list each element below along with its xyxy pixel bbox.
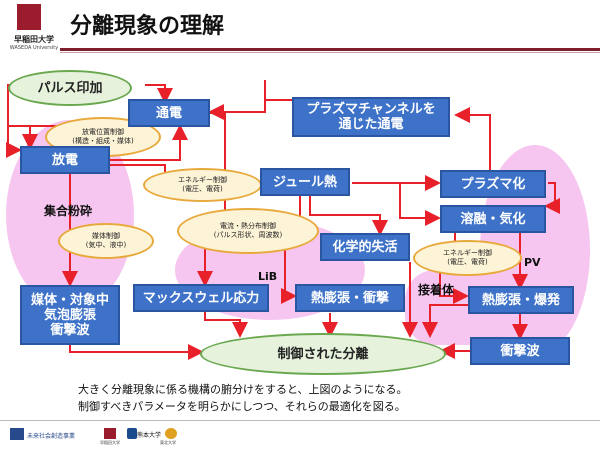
footer-divider xyxy=(0,420,600,421)
title-divider xyxy=(60,48,600,51)
node-chemical-deactivation: 化学的失活 xyxy=(320,233,410,261)
param-current-heat-distribution: 電流・熱分布制御 (パルス形状、周波数) xyxy=(177,208,319,254)
node-shock-wave: 衝撃波 xyxy=(470,337,570,365)
label-bonded-body: 接着体 xyxy=(418,283,455,297)
param-energy-control-1: エネルギー制御 (電圧、電荷) xyxy=(143,168,262,202)
node-discharge: 放電 xyxy=(20,146,110,174)
caption-line-2: 制御すべきパラメータを明らかにしつつ、それらの最適化を図る。 xyxy=(78,400,406,413)
label-pv: PV xyxy=(524,256,541,269)
node-thermal-expansion-impact: 熱膨張・衝撃 xyxy=(295,284,405,312)
node-plasmaization: プラズマ化 xyxy=(440,170,546,198)
page-title: 分離現象の理解 xyxy=(70,14,225,39)
param-medium-control: 媒体制御 (気中、液中) xyxy=(58,223,154,259)
node-medium-bubble-shock: 媒体・対象中 気泡膨張 衝撃波 xyxy=(20,285,120,345)
label-aggregate-crushing: 集合粉砕 xyxy=(44,204,93,218)
node-conduction: 通電 xyxy=(128,99,210,127)
footer-logo-project: 未来社会創造事業 xyxy=(10,428,75,442)
node-pulse-application: パルス印加 xyxy=(8,70,132,106)
node-joule-heat: ジュール熱 xyxy=(260,168,350,196)
waseda-emblem-icon xyxy=(17,4,41,30)
title-divider-thin xyxy=(60,52,600,53)
node-maxwell-stress: マックスウェル応力 xyxy=(133,284,269,312)
caption-line-1: 大きく分離現象に係る機構の腑分けをすると、上図のようになる。 xyxy=(78,383,408,396)
logo-english: WASEDA University xyxy=(9,45,59,51)
node-plasma-channel: プラズマチャンネルを 通じた通電 xyxy=(292,97,450,137)
label-lib: LiB xyxy=(258,270,278,283)
footer-logo-kumamoto: 熊本大学 xyxy=(124,428,161,446)
node-melting-vaporization: 溶融・気化 xyxy=(440,205,546,233)
footer-logo-tohoku: 東北大学 xyxy=(160,428,184,446)
waseda-logo: 早稲田大学 WASEDA University xyxy=(4,4,58,66)
param-energy-control-2: エネルギー制御 (電圧、電荷) xyxy=(413,240,522,276)
footer-logo-waseda: 早稲田大学 xyxy=(100,428,122,446)
node-thermal-expansion-explosion: 熱膨張・爆発 xyxy=(468,286,574,314)
node-controlled-separation: 制御された分離 xyxy=(200,333,446,375)
logo-name: 早稲田大学 xyxy=(14,35,54,44)
